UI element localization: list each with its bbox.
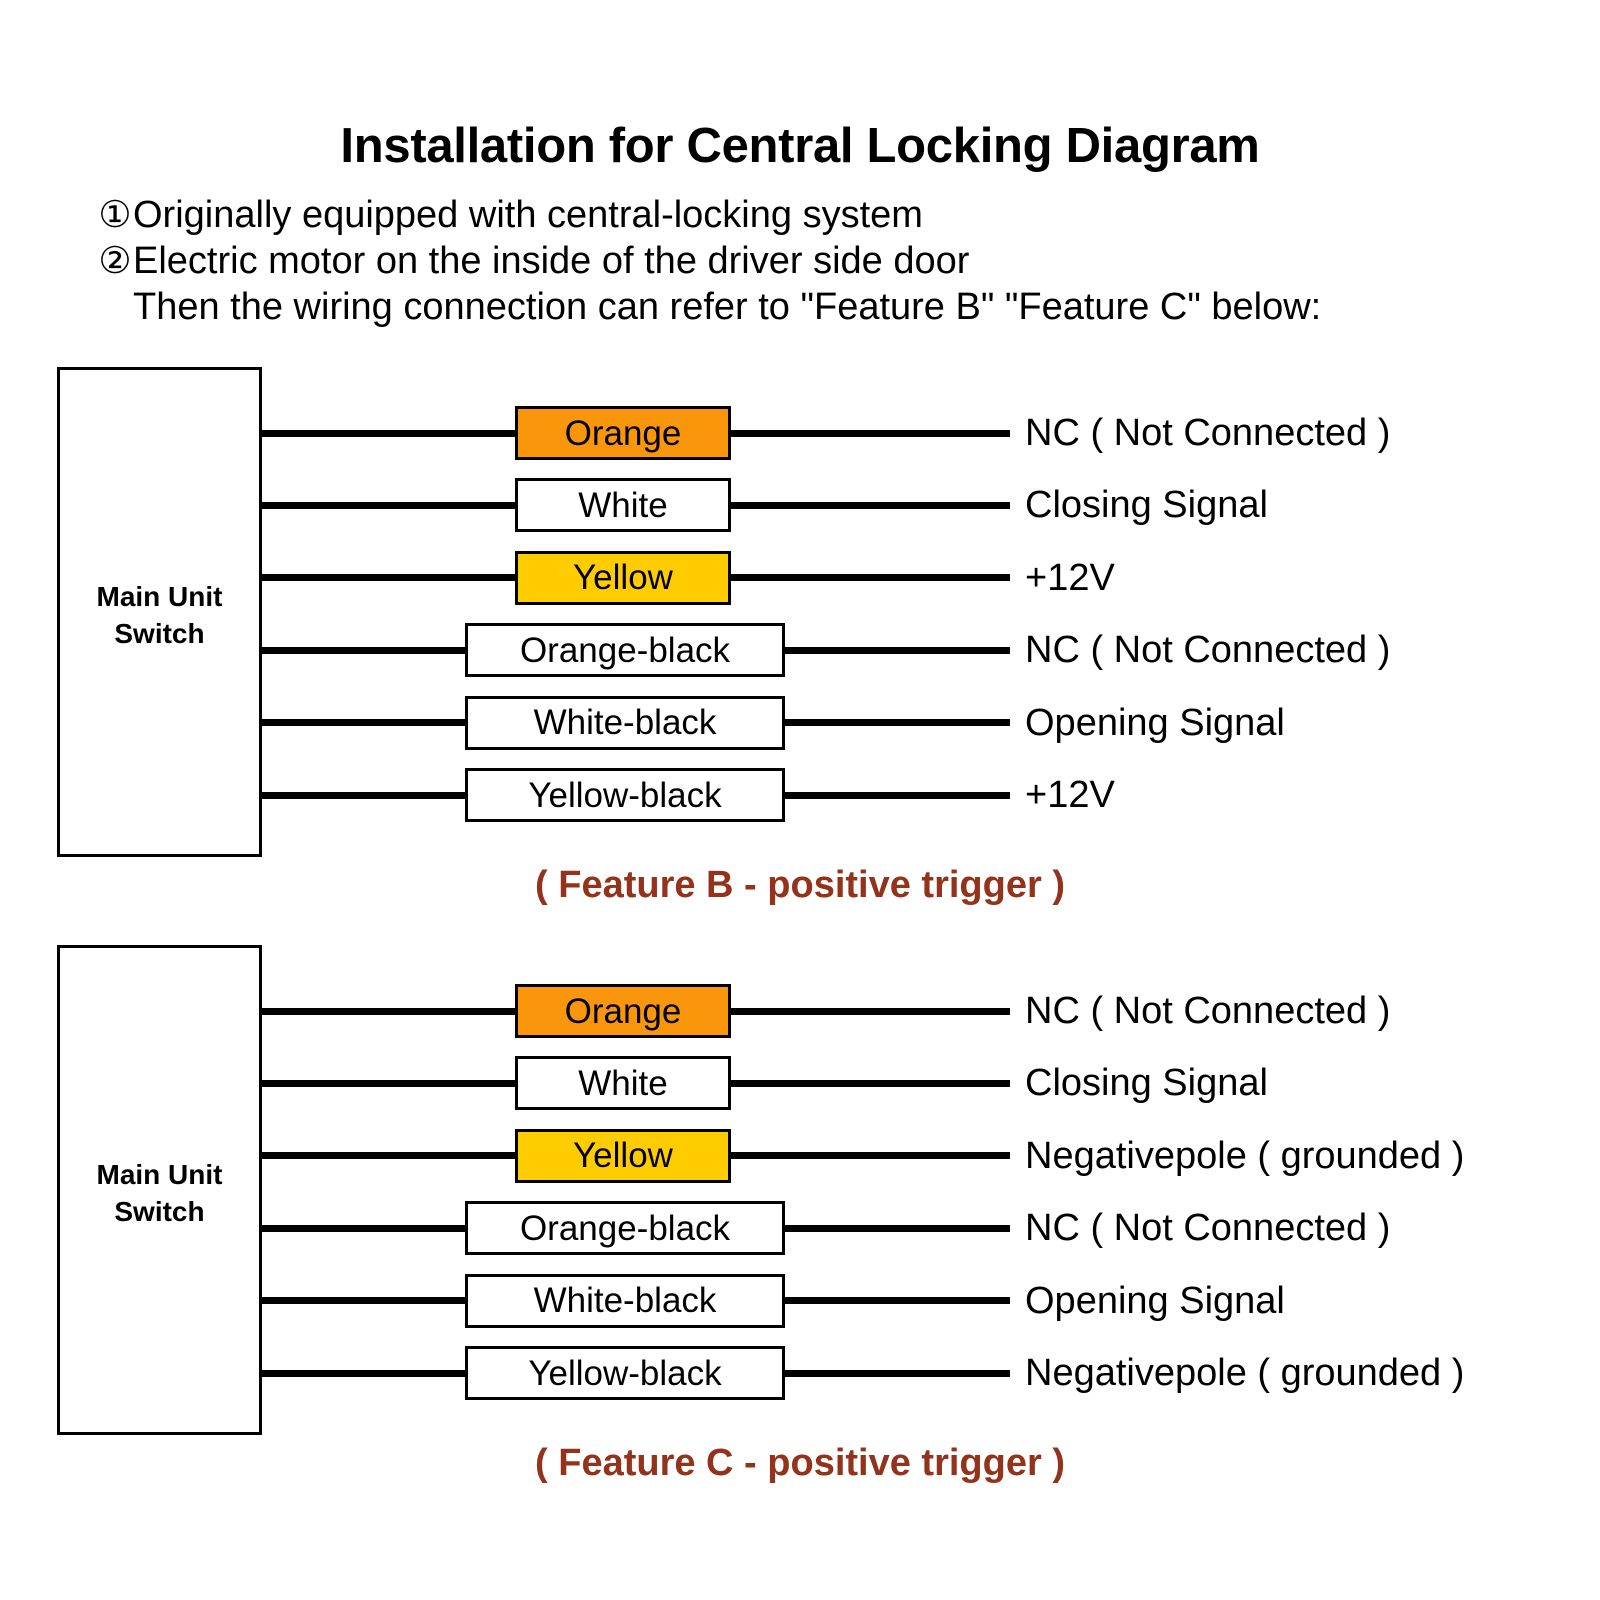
wire-function-label: +12V	[1025, 774, 1115, 816]
wire-color-chip: Yellow	[515, 1128, 731, 1183]
wire-segment-right	[731, 429, 1010, 437]
wire-function-label: NC ( Not Connected )	[1025, 990, 1391, 1032]
wire-color-label: White-black	[533, 1281, 717, 1321]
wire-function-label: NC ( Not Connected )	[1025, 1207, 1391, 1250]
section-caption: ( Feature B - positive trigger )	[535, 864, 1065, 906]
intro-notes: ①Originally equipped with central-lockin…	[97, 192, 1547, 330]
wire-segment-right	[785, 1297, 1010, 1305]
wire-function-label: Opening Signal	[1025, 1279, 1285, 1322]
wire-color-label: Orange	[564, 991, 682, 1031]
intro-line: ②Electric motor on the inside of the dri…	[97, 238, 1547, 284]
main-unit-label-line1: Main Unit	[96, 581, 223, 612]
wire-segment-left	[259, 791, 465, 799]
wire-color-chip: Orange	[515, 984, 731, 1038]
wire-color-chip: Orange-black	[465, 623, 785, 678]
wire-function-label: +12V	[1025, 556, 1115, 599]
wire-color-label: White	[578, 485, 668, 525]
wire-segment-right	[785, 1369, 1010, 1377]
wire-segment-left	[259, 719, 465, 727]
wire-color-label: Orange-black	[519, 630, 731, 670]
wire-segment-left	[259, 501, 515, 509]
list-marker: ①	[98, 194, 132, 235]
main-unit-label-line1: Main Unit	[96, 1159, 223, 1190]
wire-segment-left	[259, 646, 465, 654]
wire-color-chip: White	[515, 1056, 731, 1111]
wire-color-chip: White-black	[465, 695, 785, 750]
wire-color-chip: White	[515, 478, 731, 533]
wire-segment-right	[731, 501, 1010, 509]
wire-segment-left	[259, 1152, 515, 1160]
wire-color-label: White-black	[533, 703, 717, 743]
wire-function-label: Closing Signal	[1025, 484, 1268, 527]
intro-text: Electric motor on the inside of the driv…	[133, 240, 970, 282]
wire-segment-right	[785, 646, 1010, 654]
section-caption: ( Feature C - positive trigger )	[535, 1442, 1065, 1484]
wire-color-label: White	[578, 1063, 668, 1103]
wire-segment-right	[785, 1224, 1010, 1232]
wire-color-chip: White-black	[465, 1273, 785, 1328]
wire-color-chip: Yellow-black	[465, 768, 785, 822]
wire-segment-left	[259, 429, 515, 437]
wire-color-chip: Yellow	[515, 550, 731, 605]
wire-color-chip: Orange	[515, 406, 731, 460]
page-title: Installation for Central Locking Diagram	[340, 119, 1260, 173]
wire-segment-left	[259, 1297, 465, 1305]
wire-color-label: Yellow-black	[528, 1353, 722, 1393]
wire-function-label: Negativepole ( grounded )	[1025, 1134, 1465, 1177]
wire-segment-right	[785, 791, 1010, 799]
wire-function-label: NC ( Not Connected )	[1025, 412, 1391, 454]
wire-segment-right	[731, 1007, 1010, 1015]
wire-color-chip: Orange-black	[465, 1201, 785, 1256]
wire-function-label: NC ( Not Connected )	[1025, 629, 1391, 672]
wire-color-label: Orange-black	[519, 1208, 731, 1248]
wire-segment-left	[259, 1224, 465, 1232]
wire-segment-left	[259, 574, 515, 582]
wire-segment-left	[259, 1079, 515, 1087]
wire-segment-right	[785, 719, 1010, 727]
wire-segment-right	[731, 1079, 1010, 1087]
intro-line: ①Originally equipped with central-lockin…	[97, 192, 1547, 238]
wire-color-label: Yellow	[573, 558, 673, 598]
main-unit-label-line2: Switch	[114, 618, 205, 649]
wire-function-label: Negativepole ( grounded )	[1025, 1352, 1465, 1394]
wire-segment-right	[731, 1152, 1010, 1160]
wire-color-label: Orange	[564, 413, 682, 453]
wire-color-label: Yellow-black	[528, 775, 722, 815]
intro-text: Then the wiring connection can refer to …	[133, 286, 1322, 328]
wire-segment-right	[731, 574, 1010, 582]
wire-segment-left	[259, 1007, 515, 1015]
wire-function-label: Opening Signal	[1025, 701, 1285, 744]
wire-color-label: Yellow	[573, 1136, 673, 1176]
wire-function-label: Closing Signal	[1025, 1062, 1268, 1105]
intro-text: Originally equipped with central-locking…	[133, 194, 923, 236]
list-marker: ②	[98, 240, 132, 281]
wire-color-chip: Yellow-black	[465, 1346, 785, 1400]
intro-line: Then the wiring connection can refer to …	[97, 284, 1547, 330]
wire-segment-left	[259, 1369, 465, 1377]
main-unit-label-line2: Switch	[114, 1196, 205, 1227]
